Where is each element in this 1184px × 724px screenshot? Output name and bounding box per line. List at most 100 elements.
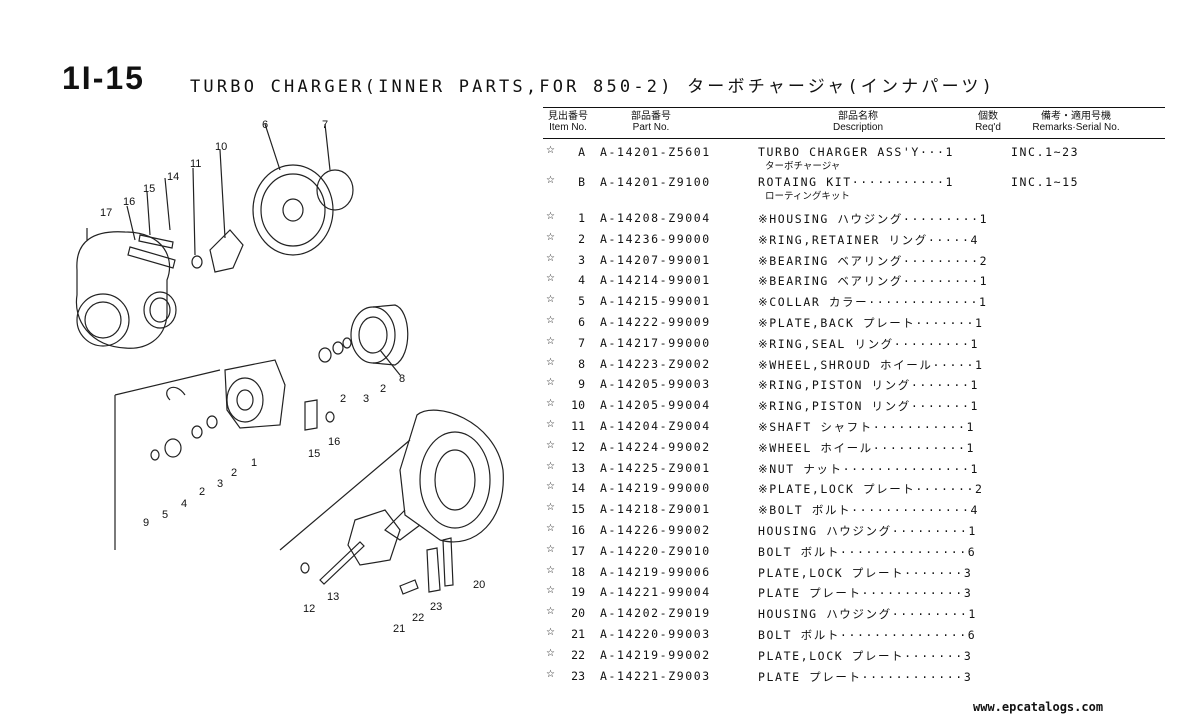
row-item-no: 15 xyxy=(571,502,585,517)
row-part-no: A-14224-99002 xyxy=(600,439,711,454)
row-part-no: A-14236-99000 xyxy=(600,231,711,246)
row-part-no: A-14207-99001 xyxy=(600,252,711,267)
row-star-icon: ☆ xyxy=(546,398,555,410)
row-star-icon: ☆ xyxy=(546,145,555,156)
row-description: ※RING,SEAL リング·········1 xyxy=(758,336,980,351)
row-star-icon: ☆ xyxy=(546,585,555,597)
callout-14: 15 xyxy=(308,448,320,460)
row-description: ※BEARING ベアリング·········1 xyxy=(758,274,989,289)
row-part-no: A-14219-99006 xyxy=(600,564,711,579)
callout-6: 6 xyxy=(262,119,268,131)
row-description: ※RING,RETAINER リング·····4 xyxy=(758,232,980,247)
row-description-jp: ターボチャージャ xyxy=(765,161,841,172)
row-item-no: 7 xyxy=(578,335,585,350)
row-item-no: 11 xyxy=(571,419,585,433)
row-description: ※RING,PISTON リング·······1 xyxy=(758,399,980,414)
row-remarks: INC.1~15 xyxy=(1011,175,1080,189)
row-star-icon: ☆ xyxy=(546,481,555,493)
row-star-icon: ☆ xyxy=(546,335,555,347)
row-part-no: A-14214-99001 xyxy=(600,273,711,288)
row-part-no: A-14215-99001 xyxy=(600,294,711,309)
row-part-no: A-14205-99004 xyxy=(600,398,711,413)
row-part-no: A-14219-99002 xyxy=(600,647,711,662)
row-item-no: A xyxy=(578,145,585,159)
callout-16: 17 xyxy=(100,207,112,219)
row-item-no: 23 xyxy=(571,668,585,683)
row-star-icon: ☆ xyxy=(546,523,555,534)
row-star-icon: ☆ xyxy=(546,356,555,368)
row-description: ※RING,PISTON リング·······1 xyxy=(758,378,980,393)
callout-1: 1 xyxy=(251,457,257,469)
row-star-icon: ☆ xyxy=(546,377,555,389)
row-description: PLATE プレート············3 xyxy=(758,669,973,684)
row-part-no: A-14208-Z9004 xyxy=(600,211,711,225)
row-star-icon: ☆ xyxy=(546,502,555,514)
row-part-no: A-14219-99000 xyxy=(600,481,711,496)
row-description: PLATE プレート············3 xyxy=(758,586,973,601)
row-part-no: A-14201-Z9100 xyxy=(600,175,711,189)
row-description: ※WHEEL ホイール···········1 xyxy=(758,440,976,455)
row-star-icon: ☆ xyxy=(546,647,555,659)
row-description: ROTAING KIT···········1 xyxy=(758,175,955,189)
callout-2-left: 2 xyxy=(199,486,205,498)
row-description: ※PLATE,BACK プレート·······1 xyxy=(758,316,984,330)
row-item-no: 1 xyxy=(578,211,585,225)
row-star-icon: ☆ xyxy=(546,460,555,472)
callout-18: 15 xyxy=(143,183,155,195)
row-description: TURBO CHARGER ASS'Y···1 xyxy=(758,145,955,159)
row-part-no: A-14220-99003 xyxy=(600,627,711,641)
callout-11: 13 xyxy=(327,591,339,603)
row-part-no: A-14202-Z9019 xyxy=(600,606,711,621)
row-description: ※BOLT ボルト··············4 xyxy=(758,503,980,518)
row-description: ※HOUSING ハウジング·········1 xyxy=(758,212,989,226)
row-item-no: 19 xyxy=(571,585,585,600)
table-row: ☆ 19 A-14221-99004 PLATE プレート············3 xyxy=(543,585,1165,605)
row-description: ※NUT ナット···············1 xyxy=(758,461,980,476)
row-item-no: B xyxy=(578,175,585,189)
row-item-no: 10 xyxy=(571,398,585,413)
callout-8: 8 xyxy=(399,373,405,385)
row-remarks: INC.1~23 xyxy=(1011,145,1080,159)
row-part-no: A-14218-Z9001 xyxy=(600,502,711,517)
row-part-no: A-14222-99009 xyxy=(600,315,711,329)
row-part-no: A-14204-Z9004 xyxy=(600,419,711,433)
row-star-icon: ☆ xyxy=(546,315,555,326)
row-star-icon: ☆ xyxy=(546,543,555,555)
callout-3-upper: 3 xyxy=(363,393,369,405)
callout-9: 9 xyxy=(143,517,149,529)
page-number: 1I-15 xyxy=(62,60,145,96)
callout-21: 21 xyxy=(393,623,405,635)
callout-15: 16 xyxy=(328,436,340,448)
row-description: PLATE,LOCK プレート·······3 xyxy=(758,565,973,580)
exploded-view-diagram: 17 16 15 14 11 10 6 7 8 2 3 2 15 16 1 2 … xyxy=(75,119,504,635)
row-part-no: A-14205-99003 xyxy=(600,377,711,392)
row-description: HOUSING ハウジング·········1 xyxy=(758,607,977,622)
row-item-no: 2 xyxy=(578,231,585,246)
callout-5: 5 xyxy=(162,509,168,521)
row-part-no: A-14226-99002 xyxy=(600,523,711,537)
row-part-no: A-14221-99004 xyxy=(600,585,711,600)
callout-20: 20 xyxy=(473,579,485,591)
table-row: ☆ 2 A-14236-99000 ※RING,RETAINER リング·····4 xyxy=(543,232,1165,252)
row-item-no: 3 xyxy=(578,252,585,267)
row-star-icon: ☆ xyxy=(546,231,555,243)
row-description: ※BEARING ベアリング·········2 xyxy=(758,253,989,268)
row-part-no: A-14221-Z9003 xyxy=(600,668,711,683)
row-item-no: 20 xyxy=(571,606,585,621)
